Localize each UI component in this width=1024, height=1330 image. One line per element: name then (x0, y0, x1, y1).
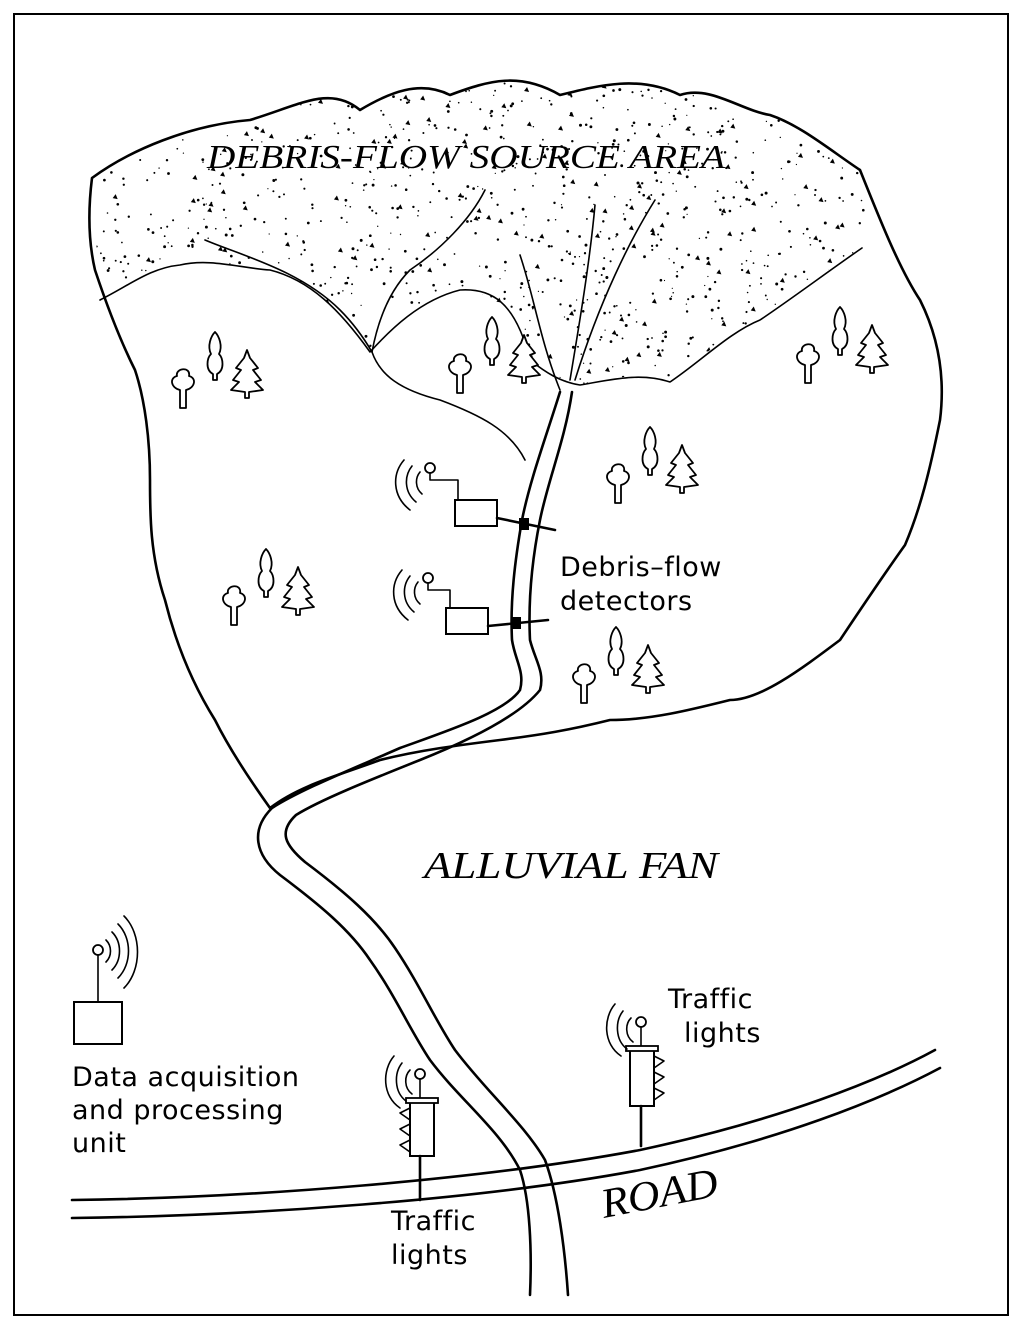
road-label: ROAD (596, 1160, 722, 1228)
road-lower-edge (70, 1066, 942, 1220)
main-channel-right-bank (284, 390, 574, 1297)
traffic-light-left (384, 1055, 439, 1202)
radio-wave-icon (394, 459, 423, 511)
radio-wave-icon (384, 1055, 413, 1109)
antenna-icon (635, 1016, 647, 1028)
tributary-inner (371, 351, 526, 461)
antenna-icon (424, 462, 436, 474)
main-channel-left-bank (256, 390, 562, 1297)
alluvial-fan-label: ALLUVIAL FAN (420, 845, 721, 887)
radio-wave-icon (392, 569, 421, 621)
traffic-light-right (605, 1003, 665, 1148)
watershed-boundary (88, 79, 944, 810)
detector-lower (392, 569, 550, 635)
tree-group (171, 306, 889, 704)
figure-frame (13, 13, 1009, 1316)
daq-label-line3: unit (72, 1128, 126, 1159)
traffic-right-label-line1: Traffic (667, 984, 753, 1015)
antenna-icon (422, 572, 434, 584)
tributary-right-2 (574, 199, 656, 381)
detector-upper (394, 459, 557, 532)
source-area-label: DEBRIS-FLOW SOURCE AREA (206, 139, 725, 176)
data-acquisition-unit (73, 915, 139, 1045)
source-area-speckle (92, 80, 866, 385)
traffic-right-label-line2: lights (684, 1018, 761, 1049)
daq-label-line1: Data acquisition (72, 1062, 299, 1093)
tributary-center (519, 254, 561, 391)
tributary-mid (371, 189, 486, 353)
detectors-label-line2: detectors (560, 586, 693, 617)
traffic-left-label-line1: Traffic (390, 1206, 476, 1237)
detectors-label-line1: Debris–flow (560, 552, 722, 583)
radio-wave-icon (105, 915, 139, 989)
daq-label-line2: and processing (72, 1095, 284, 1126)
tributary-right-1 (569, 204, 596, 381)
traffic-left-label-line2: lights (391, 1240, 468, 1271)
tributary-left (204, 239, 373, 353)
road-upper-edge (70, 1048, 937, 1202)
antenna-icon (92, 944, 104, 956)
antenna-icon (414, 1068, 426, 1080)
source-area-boundary (99, 247, 863, 386)
radio-wave-icon (605, 1003, 634, 1057)
